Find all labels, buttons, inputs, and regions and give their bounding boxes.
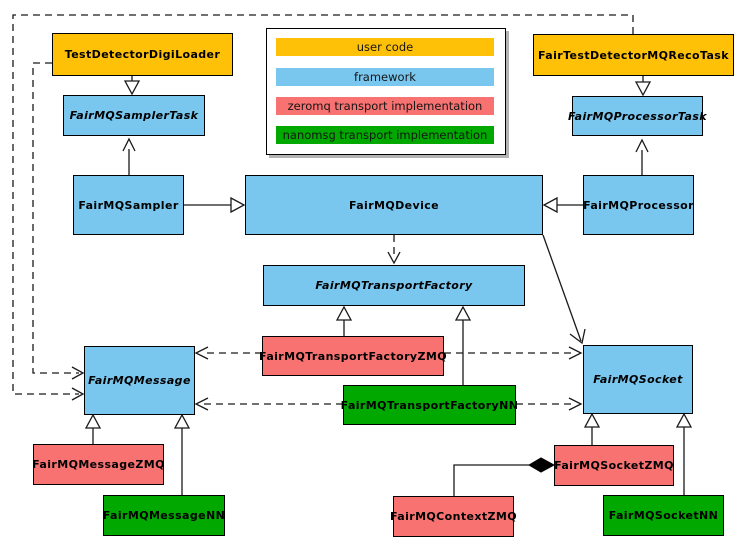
- node-label: FairMQTransportFactoryZMQ: [259, 349, 447, 363]
- node-fairmqsocket: FairMQSocket: [583, 345, 693, 414]
- edge-factorynn-factory: [454, 305, 472, 385]
- edge-factoryzmq-message: [194, 346, 262, 360]
- legend-item-zeromq: zeromq transport implementation: [276, 97, 494, 115]
- node-fairmqmessage: FairMQMessage: [84, 346, 195, 415]
- legend-label: zeromq transport implementation: [287, 99, 483, 113]
- node-label: FairMQMessageZMQ: [32, 458, 165, 471]
- node-label: FairMQSocketZMQ: [554, 459, 674, 472]
- edge-recotask-message: [12, 14, 634, 401]
- legend-item-nanomsg: nanomsg transport implementation: [276, 126, 494, 144]
- edge-digiloader-samplertask: [123, 76, 141, 96]
- node-fairmqtransportfactoryzmq: FairMQTransportFactoryZMQ: [259, 336, 447, 376]
- edge-socketzmq-socket: [583, 412, 601, 445]
- node-fairmqprocessor: FairMQProcessor: [583, 175, 694, 235]
- edge-digiloader-message: [32, 62, 85, 380]
- edge-device-socket: [542, 234, 586, 345]
- node-label: FairMQMessage: [88, 374, 191, 387]
- node-label: TestDetectorDigiLoader: [64, 48, 221, 61]
- edge-factorynn-message: [194, 397, 343, 411]
- edge-recotask-processortask: [634, 76, 652, 97]
- node-fairmqsamplertask: FairMQSamplerTask: [63, 95, 205, 136]
- node-fairmqsocketzmq: FairMQSocketZMQ: [554, 445, 674, 486]
- edge-factorynn-socket: [516, 397, 583, 411]
- node-fairmqmessagenn: FairMQMessageNN: [103, 495, 225, 536]
- node-testdetectordigiloader: TestDetectorDigiLoader: [52, 33, 233, 76]
- edge-messagenn-message: [173, 413, 191, 495]
- node-label: FairMQSamplerTask: [69, 109, 199, 122]
- edge-sampler-device: [184, 196, 246, 214]
- node-fairmqmessagezmq: FairMQMessageZMQ: [32, 444, 165, 485]
- legend: user code framework zeromq transport imp…: [266, 28, 506, 155]
- edge-factoryzmq-socket: [444, 346, 583, 360]
- node-label: FairMQTransportFactory: [315, 279, 473, 292]
- edge-sampler-samplertask: [122, 137, 136, 175]
- edge-processor-processortask: [635, 138, 649, 175]
- node-label: FairMQSocket: [593, 373, 683, 386]
- legend-label: user code: [356, 40, 414, 54]
- node-label: FairMQProcessor: [583, 198, 694, 212]
- node-label: FairTestDetectorMQRecoTask: [538, 48, 729, 62]
- legend-item-user-code: user code: [276, 38, 494, 56]
- node-fairmqdevice: FairMQDevice: [245, 175, 543, 235]
- edge-socketzmq-contextzmq: [453, 457, 556, 496]
- edge-messagezmq-message: [84, 413, 102, 444]
- edge-device-transportfactory: [387, 235, 401, 265]
- node-fairmqprocessortask: FairMQProcessorTask: [568, 96, 707, 136]
- legend-item-framework: framework: [276, 68, 494, 86]
- node-fairmqsocketnn: FairMQSocketNN: [603, 495, 724, 536]
- node-label: FairMQSampler: [78, 198, 179, 212]
- node-label: FairMQMessageNN: [102, 509, 226, 522]
- edge-factoryzmq-factory: [335, 305, 353, 336]
- legend-label: nanomsg transport implementation: [282, 128, 488, 142]
- node-fairmqcontextzmq: FairMQContextZMQ: [390, 496, 517, 537]
- node-label: FairMQTransportFactoryNN: [340, 398, 519, 412]
- legend-label: framework: [354, 70, 416, 84]
- node-fairmqsampler: FairMQSampler: [73, 175, 184, 235]
- node-label: FairMQContextZMQ: [390, 510, 517, 523]
- node-label: FairMQDevice: [348, 198, 440, 212]
- edge-processor-device: [542, 196, 583, 214]
- node-fairtestdetectormqrecotask: FairTestDetectorMQRecoTask: [533, 34, 734, 76]
- node-label: FairMQProcessorTask: [568, 109, 708, 123]
- node-label: FairMQSocketNN: [608, 509, 719, 522]
- edge-socketnn-socket: [675, 412, 693, 495]
- node-fairmqtransportfactorynn: FairMQTransportFactoryNN: [340, 385, 519, 425]
- node-fairmqtransportfactory: FairMQTransportFactory: [263, 265, 525, 306]
